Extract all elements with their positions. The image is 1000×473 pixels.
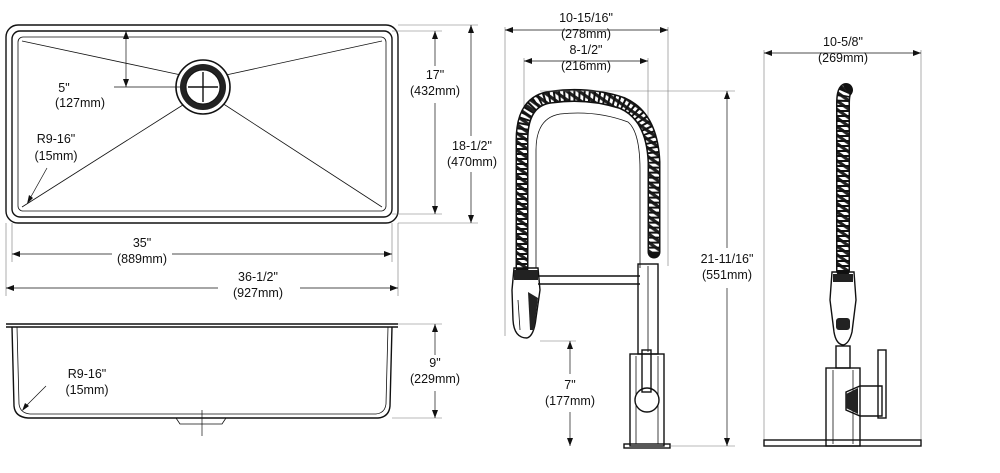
overall-width-metric-label: (927mm) bbox=[233, 286, 283, 300]
faucet-side-view: 10-5/8" (269mm) bbox=[763, 35, 922, 447]
side-corner-radius-label: R9-16" bbox=[68, 367, 106, 381]
drain-offset-label: 5" bbox=[58, 81, 69, 95]
side-faucet-body bbox=[825, 345, 887, 447]
bowl-width-label: 35" bbox=[133, 236, 151, 250]
overall-depth-metric-label: (470mm) bbox=[447, 155, 497, 169]
sink-side-view: R9-16" (15mm) 9" (229mm) bbox=[6, 323, 460, 436]
side-spring-coil-icon bbox=[836, 83, 853, 277]
bowl-depth-label: 17" bbox=[426, 68, 444, 82]
faucet-front-view: 10-15/16" (278mm) 8-1/2" (216mm) bbox=[504, 11, 754, 449]
overall-depth-label: 18-1/2" bbox=[452, 139, 492, 153]
sink-top-view: 5" (127mm) R9-16" (15mm) 17" (432mm) 18-… bbox=[5, 24, 497, 300]
faucet-width-metric-label: (269mm) bbox=[818, 51, 868, 65]
corner-radius-metric-label: (15mm) bbox=[34, 149, 77, 163]
spout-clearance-metric-label: (177mm) bbox=[545, 394, 595, 408]
corner-radius-label: R9-16" bbox=[37, 132, 75, 146]
drain-icon bbox=[175, 59, 231, 115]
side-corner-radius-metric-label: (15mm) bbox=[65, 383, 108, 397]
deck-plate bbox=[763, 439, 922, 447]
faucet-body bbox=[623, 263, 671, 449]
sink-height-label: 9" bbox=[429, 356, 440, 370]
drain-offset-metric-label: (127mm) bbox=[55, 96, 105, 110]
spout-reach-label: 8-1/2" bbox=[570, 43, 603, 57]
overall-height-label: 21-11/16" bbox=[701, 252, 754, 266]
side-spray-head-icon bbox=[829, 271, 857, 346]
spring-coil-icon bbox=[515, 88, 661, 275]
spray-head-icon bbox=[511, 267, 541, 339]
overall-width-label: 36-1/2" bbox=[238, 270, 278, 284]
faucet-width-label: 10-5/8" bbox=[823, 35, 863, 49]
bowl-width-metric-label: (889mm) bbox=[117, 252, 167, 266]
overall-height-metric-label: (551mm) bbox=[702, 268, 752, 282]
spout-reach-metric-label: (216mm) bbox=[561, 59, 611, 73]
bowl-depth-metric-label: (432mm) bbox=[410, 84, 460, 98]
spout-clearance-label: 7" bbox=[564, 378, 575, 392]
overall-reach-metric-label: (278mm) bbox=[561, 27, 611, 41]
sink-height-metric-label: (229mm) bbox=[410, 372, 460, 386]
overall-reach-label: 10-15/16" bbox=[559, 11, 613, 25]
